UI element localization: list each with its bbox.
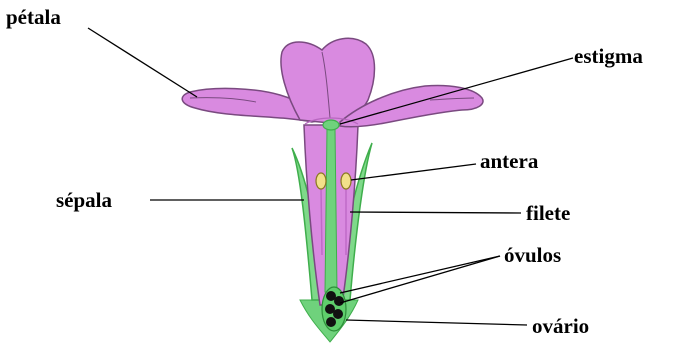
stigma [323,120,339,130]
label-petala: pétala [6,5,61,29]
anther-right [341,173,351,189]
filament-left [321,188,322,255]
leader-ovulos-1 [340,256,500,293]
label-ovario: ovário [532,314,589,338]
anther-left [316,173,326,189]
label-antera: antera [480,149,539,173]
leader-antera [351,164,476,180]
leader-petala [88,28,197,97]
label-estigma: estigma [574,44,643,68]
leader-ovulos-2 [340,256,500,303]
ovule [334,296,344,306]
ovule [333,309,343,319]
label-filete: filete [526,201,570,225]
leader-filete [350,212,521,213]
style [325,128,337,292]
label-ovulos: óvulos [504,243,561,267]
label-sepala: sépala [56,188,113,212]
leader-ovario [346,320,527,325]
ovule [326,317,336,327]
